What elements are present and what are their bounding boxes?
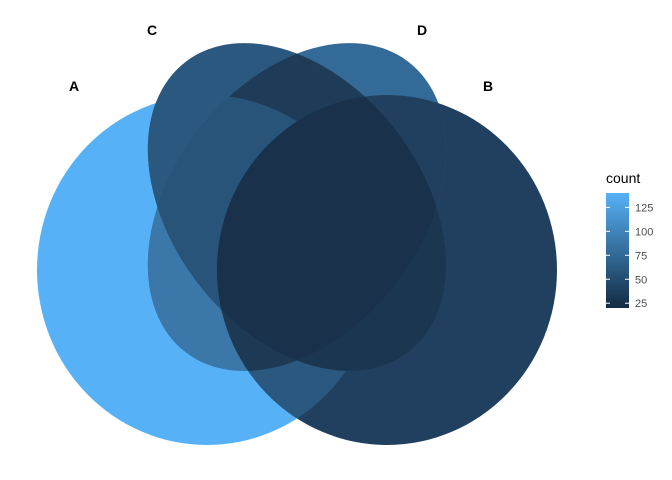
legend-tick-label: 75: [635, 250, 647, 262]
legend-title: count: [606, 170, 640, 186]
set-label-b: B: [483, 78, 493, 94]
venn-set-labels: A B C D: [69, 22, 493, 94]
legend-tick-label: 25: [635, 298, 647, 310]
legend-tick-label: 125: [635, 202, 653, 214]
set-label-c: C: [147, 22, 157, 38]
legend: count 125 100 75 50 25: [606, 170, 653, 310]
legend-ticks: 125 100 75 50 25: [606, 202, 653, 310]
set-label-a: A: [69, 78, 79, 94]
legend-tick-label: 100: [635, 226, 653, 238]
legend-tick-label: 50: [635, 274, 647, 286]
venn-regions: [37, 43, 557, 445]
venn-region-abcd: [217, 95, 377, 429]
set-label-d: D: [417, 22, 427, 38]
legend-colorbar: [606, 193, 629, 308]
